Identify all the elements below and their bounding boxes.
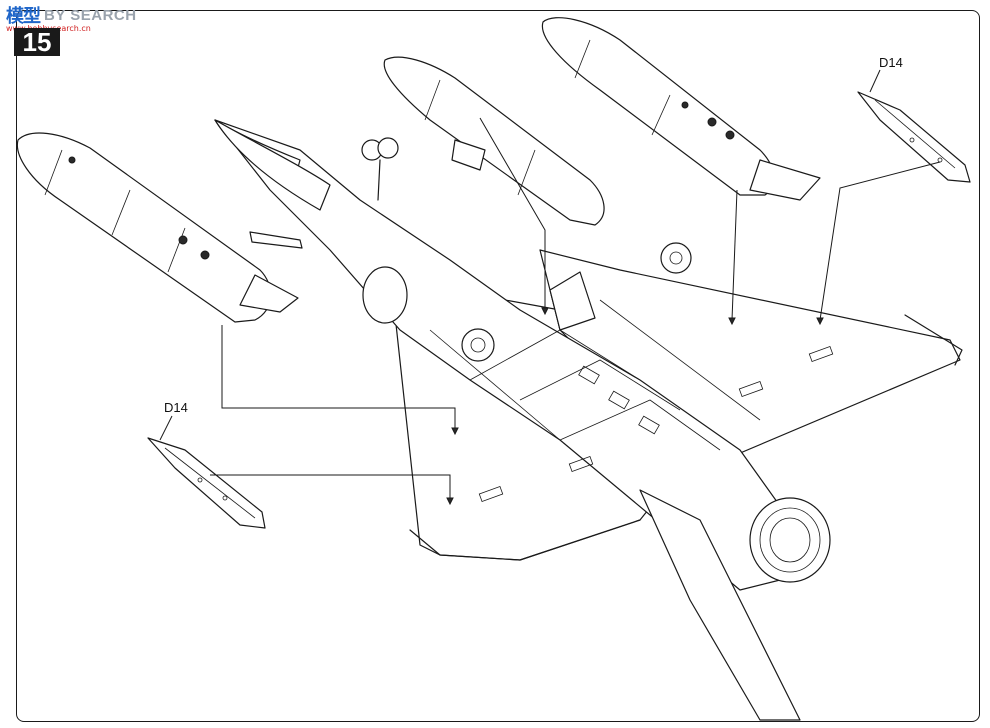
- drop-tank-left: [16, 132, 299, 323]
- leader-lines: [159, 69, 941, 506]
- watermark-site-text: BY SEARCH: [44, 6, 137, 24]
- drop-tank-right: [541, 17, 821, 201]
- drop-tank-center: [383, 56, 605, 226]
- step-number: 15: [14, 28, 60, 56]
- nose-fairing-part: [214, 119, 331, 249]
- part-label-d14-right: D14: [879, 55, 903, 70]
- part-label-d14-left: D14: [164, 400, 188, 415]
- watermark-logo: 模型: [6, 6, 41, 27]
- aircraft-underside: [214, 119, 963, 721]
- watermark: 模型 BY SEARCH: [6, 4, 137, 27]
- pylon-d14-right: [857, 91, 971, 183]
- main-gear-left: [461, 328, 495, 362]
- pylon-d14-left: [147, 437, 266, 529]
- main-gear-right: [660, 242, 692, 274]
- nose-gear: [361, 137, 399, 201]
- page-frame: [16, 10, 980, 722]
